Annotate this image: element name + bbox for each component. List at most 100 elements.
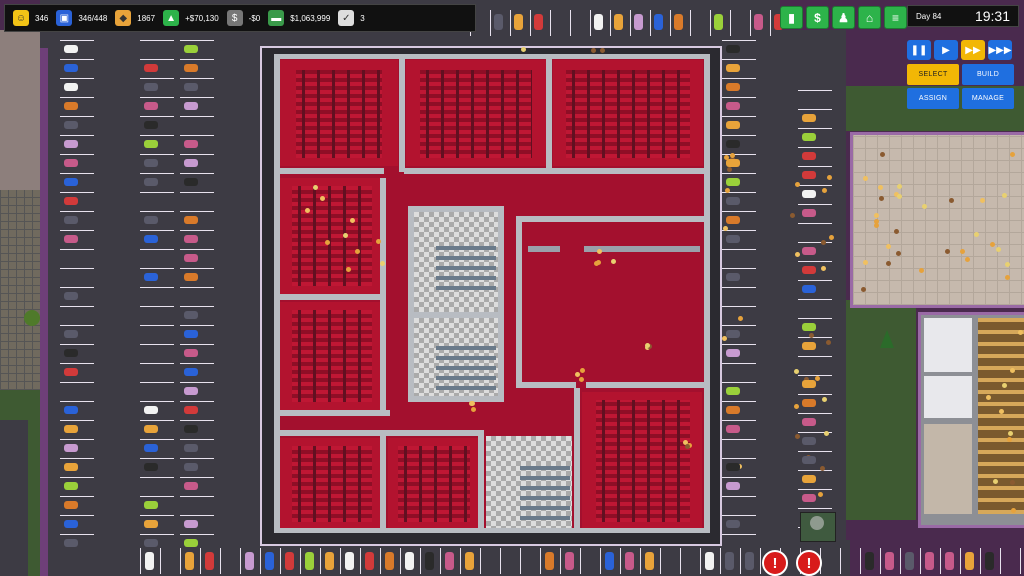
- parked-car[interactable]: [205, 552, 214, 570]
- guest[interactable]: [599, 47, 605, 53]
- guest[interactable]: [345, 267, 351, 273]
- guest[interactable]: [897, 183, 903, 189]
- parked-car[interactable]: [965, 552, 974, 570]
- guest[interactable]: [1007, 437, 1013, 443]
- guest[interactable]: [821, 396, 827, 402]
- parked-car[interactable]: [184, 406, 198, 414]
- parked-car[interactable]: [726, 178, 740, 186]
- guest[interactable]: [965, 257, 971, 263]
- parked-car[interactable]: [405, 552, 414, 570]
- parked-car[interactable]: [325, 552, 334, 570]
- parked-car[interactable]: [534, 14, 543, 30]
- parked-car[interactable]: [64, 501, 78, 509]
- parked-car[interactable]: [184, 273, 198, 281]
- guest[interactable]: [998, 409, 1004, 415]
- parked-car[interactable]: [634, 14, 643, 30]
- guest[interactable]: [985, 394, 991, 400]
- guest[interactable]: [820, 466, 826, 472]
- parked-car[interactable]: [265, 552, 274, 570]
- guest[interactable]: [1011, 508, 1017, 514]
- guest[interactable]: [375, 238, 381, 244]
- guest[interactable]: [520, 47, 526, 53]
- parked-car[interactable]: [802, 494, 816, 502]
- parked-car[interactable]: [345, 552, 354, 570]
- select-button[interactable]: SELECT: [907, 64, 959, 85]
- parked-car[interactable]: [64, 102, 78, 110]
- build-button[interactable]: BUILD: [962, 64, 1014, 85]
- parked-car[interactable]: [64, 159, 78, 167]
- parked-car[interactable]: [64, 482, 78, 490]
- guest[interactable]: [873, 212, 879, 218]
- parked-car[interactable]: [802, 323, 816, 331]
- guest[interactable]: [897, 193, 903, 199]
- parked-car[interactable]: [494, 14, 503, 30]
- guest[interactable]: [808, 332, 814, 338]
- parked-car[interactable]: [144, 425, 158, 433]
- parked-car[interactable]: [802, 171, 816, 179]
- guest[interactable]: [610, 258, 616, 264]
- parked-car[interactable]: [726, 425, 740, 433]
- guest[interactable]: [804, 376, 810, 382]
- guest[interactable]: [304, 208, 310, 214]
- guest[interactable]: [894, 229, 899, 235]
- parked-car[interactable]: [705, 552, 714, 570]
- guest[interactable]: [992, 479, 998, 485]
- parked-car[interactable]: [774, 14, 783, 30]
- parked-car[interactable]: [365, 552, 374, 570]
- parked-car[interactable]: [64, 330, 78, 338]
- parked-car[interactable]: [144, 406, 158, 414]
- guest[interactable]: [793, 403, 799, 409]
- parked-car[interactable]: [64, 235, 78, 243]
- parked-car[interactable]: [802, 399, 816, 407]
- guest[interactable]: [1017, 330, 1023, 336]
- dollar-icon[interactable]: $: [806, 6, 829, 29]
- parked-car[interactable]: [594, 14, 603, 30]
- guest[interactable]: [873, 219, 879, 225]
- guest[interactable]: [579, 377, 585, 383]
- parked-car[interactable]: [144, 64, 158, 72]
- parked-car[interactable]: [925, 552, 934, 570]
- guest[interactable]: [726, 166, 732, 172]
- guest[interactable]: [723, 154, 729, 160]
- parked-car[interactable]: [184, 159, 198, 167]
- guest[interactable]: [973, 231, 979, 237]
- parked-car[interactable]: [802, 247, 816, 255]
- parked-car[interactable]: [802, 114, 816, 122]
- guest[interactable]: [1004, 261, 1010, 267]
- parked-car[interactable]: [64, 83, 78, 91]
- parked-car[interactable]: [425, 552, 434, 570]
- parking-lot-left[interactable]: [48, 30, 260, 576]
- parked-car[interactable]: [514, 14, 523, 30]
- parked-car[interactable]: [726, 64, 740, 72]
- parked-car[interactable]: [184, 178, 198, 186]
- guest[interactable]: [723, 226, 729, 232]
- guest[interactable]: [886, 244, 892, 250]
- parked-car[interactable]: [144, 102, 158, 110]
- food-court-building[interactable]: [850, 132, 1024, 308]
- parked-car[interactable]: [144, 539, 158, 547]
- parked-car[interactable]: [184, 311, 198, 319]
- parked-car[interactable]: [184, 254, 198, 262]
- guest[interactable]: [591, 48, 597, 54]
- guest[interactable]: [860, 286, 866, 292]
- parked-car[interactable]: [185, 552, 194, 570]
- parked-car[interactable]: [144, 273, 158, 281]
- parked-car[interactable]: [726, 520, 740, 528]
- parked-car[interactable]: [802, 475, 816, 483]
- parked-car[interactable]: [64, 349, 78, 357]
- parked-car[interactable]: [184, 235, 198, 243]
- guest[interactable]: [862, 175, 868, 181]
- guest[interactable]: [1010, 367, 1016, 373]
- parked-car[interactable]: [184, 368, 198, 376]
- parked-car[interactable]: [726, 159, 740, 167]
- manage-button[interactable]: MANAGE: [962, 88, 1014, 109]
- parked-car[interactable]: [184, 216, 198, 224]
- guest[interactable]: [1002, 383, 1008, 389]
- parked-car[interactable]: [725, 552, 734, 570]
- stat-cash[interactable]: ▬ $1,063,999: [268, 10, 330, 26]
- parked-car[interactable]: [565, 552, 574, 570]
- parked-car[interactable]: [184, 330, 198, 338]
- fastest-forward-icon[interactable]: ▶▶▶: [988, 40, 1012, 60]
- parked-car[interactable]: [985, 552, 994, 570]
